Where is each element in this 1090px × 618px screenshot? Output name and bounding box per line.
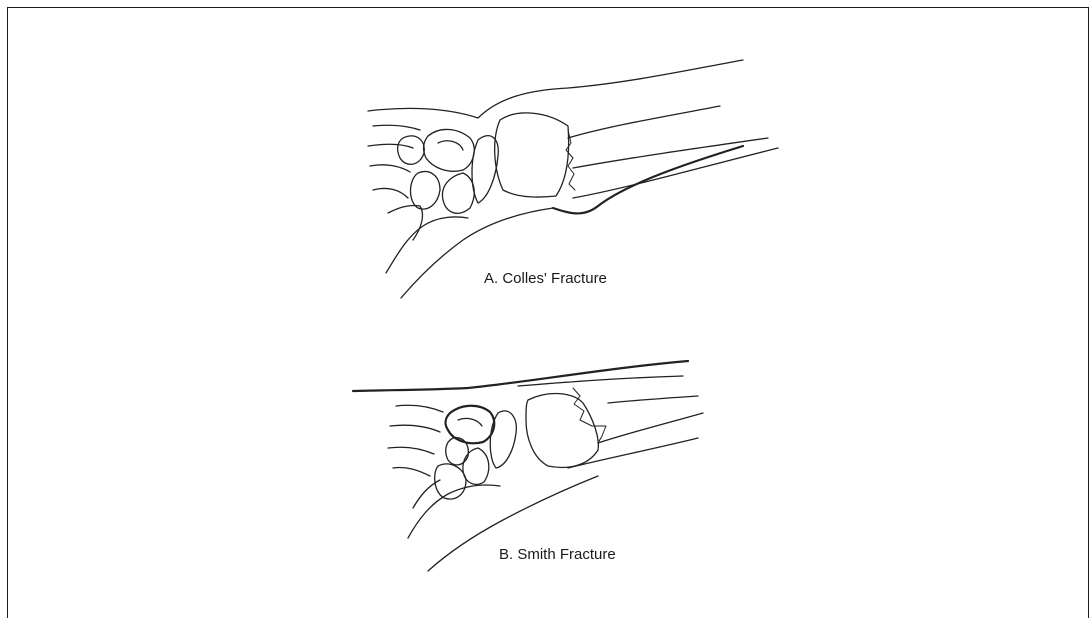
smith-fracture-panel: B. Smith Fracture: [8, 308, 1090, 608]
smith-fracture-caption: B. Smith Fracture: [499, 546, 616, 563]
smith-fracture-illustration: [8, 308, 1090, 608]
colles-fracture-caption: A. Colles' Fracture: [484, 270, 607, 287]
colles-fracture-panel: A. Colles' Fracture: [8, 8, 1090, 308]
colles-fracture-illustration: [8, 8, 1090, 308]
figure-frame: A. Colles' Fracture: [7, 7, 1089, 618]
